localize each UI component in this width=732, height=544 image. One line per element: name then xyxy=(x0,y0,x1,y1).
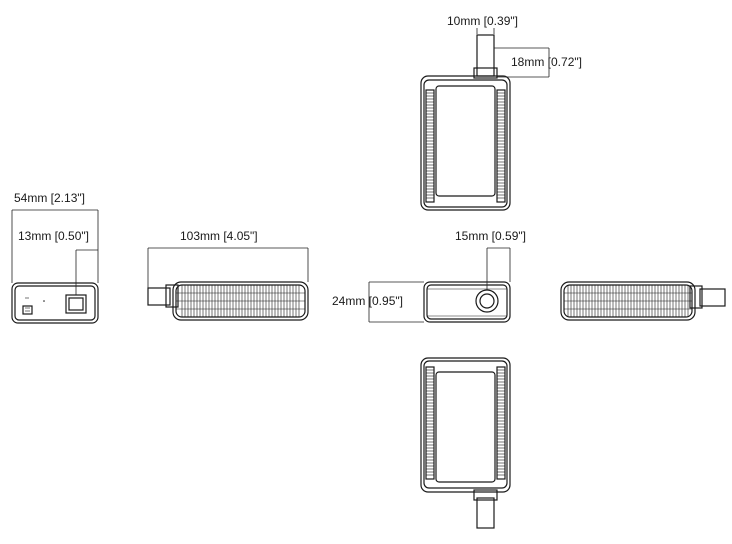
dimension-lines xyxy=(11,28,550,323)
front-view xyxy=(423,281,511,323)
label-height: 24mm [0.95"] xyxy=(332,294,403,308)
end-view xyxy=(11,282,99,324)
grip-ribs-top-right xyxy=(497,92,505,199)
side-view-right xyxy=(560,281,726,321)
top-view xyxy=(420,34,511,211)
grip-ribs-top-left xyxy=(426,92,434,199)
label-cable-diameter: 10mm [0.39"] xyxy=(447,14,518,28)
grip-ribs-bottom-left xyxy=(426,369,434,476)
label-length: 103mm [4.05"] xyxy=(180,229,258,243)
side-view-left xyxy=(147,281,309,321)
grip-ribs-side-left xyxy=(176,285,305,317)
label-width: 54mm [2.13"] xyxy=(14,191,85,205)
label-jack-offset: 15mm [0.59"] xyxy=(455,229,526,243)
label-connector-offset: 13mm [0.50"] xyxy=(18,229,89,243)
grip-ribs-bottom-right xyxy=(497,369,505,476)
bottom-view xyxy=(420,357,511,529)
grip-ribs-side-right xyxy=(564,285,692,317)
label-strain-relief-length: 18mm [0.72"] xyxy=(511,55,582,69)
